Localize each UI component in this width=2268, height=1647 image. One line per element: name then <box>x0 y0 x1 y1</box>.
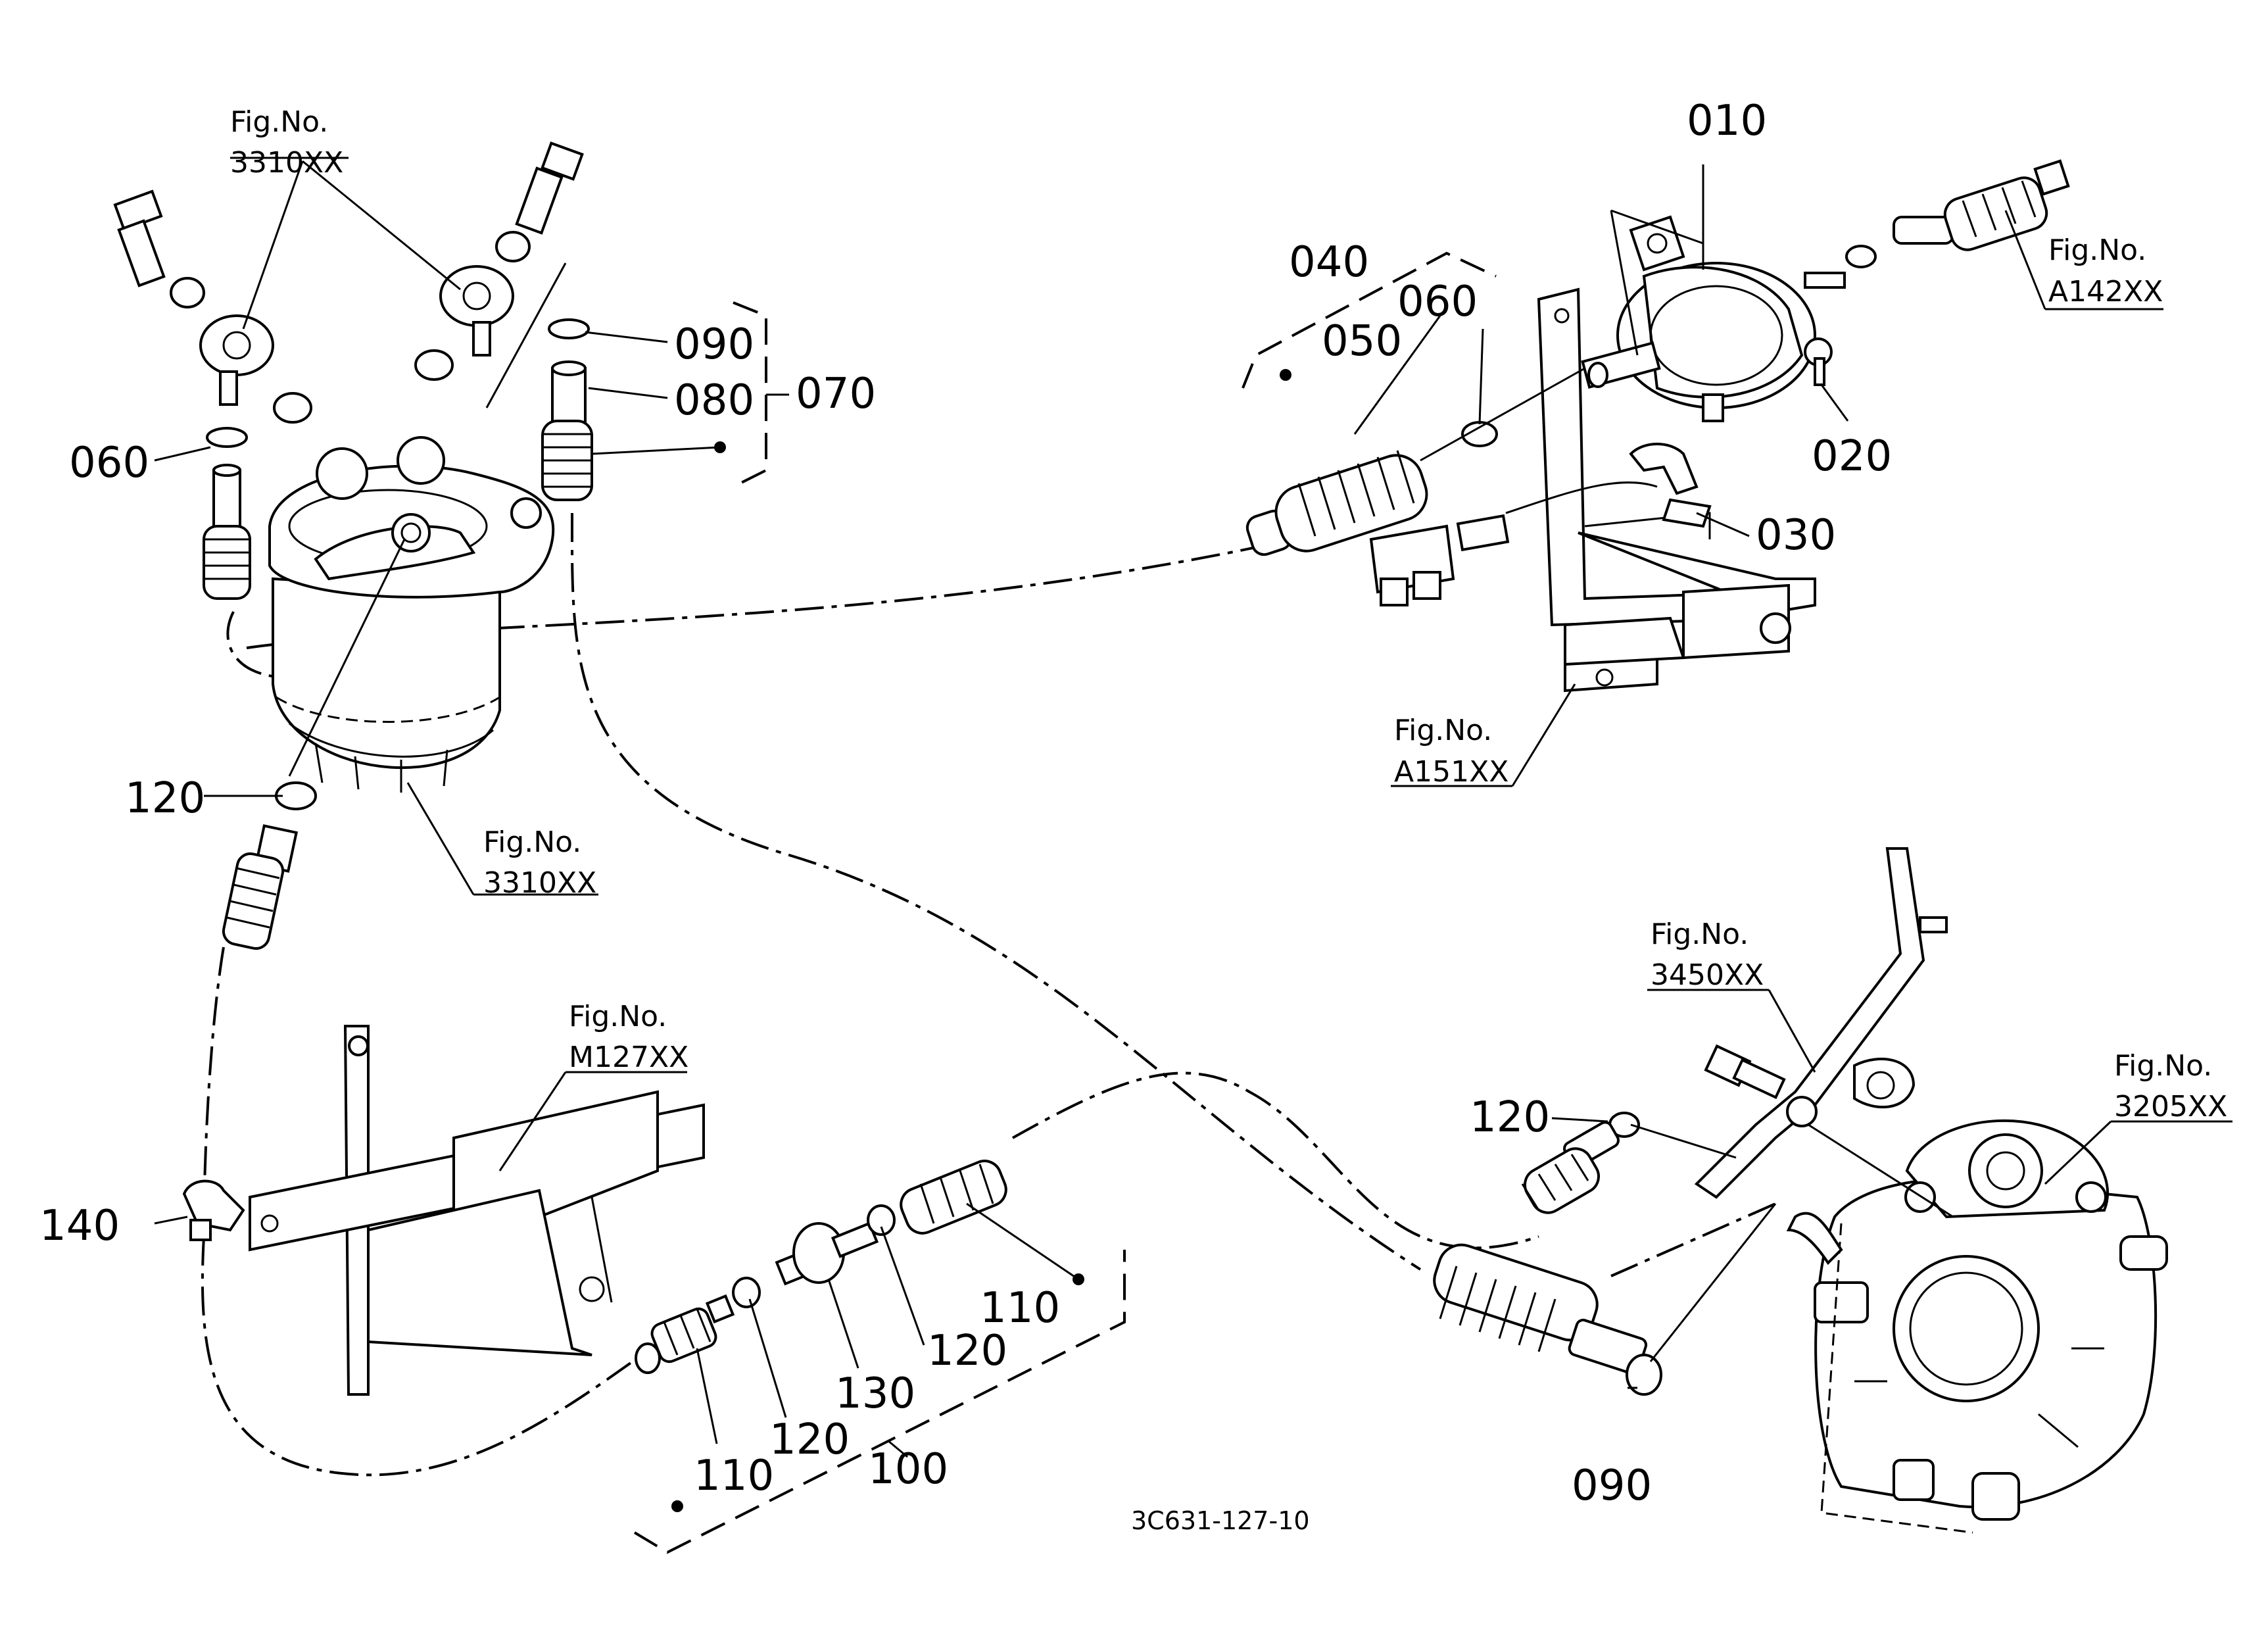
clamp-140 <box>182 1179 245 1241</box>
fig-ref-m127: M127XX <box>569 1041 688 1074</box>
label-060-filter: 060 <box>69 439 149 487</box>
hose-end-120-pump <box>1521 1112 1737 1214</box>
fig-ref-filter-bottom: 3310XX <box>483 866 596 900</box>
fig-ref-a151: A151XX <box>1394 755 1508 789</box>
label-130: 130 <box>835 1369 915 1418</box>
banjo-bolt-left <box>113 189 312 424</box>
label-080: 080 <box>674 376 754 425</box>
label-120-bottom: 120 <box>769 1415 850 1464</box>
hose-050 <box>1245 367 1585 556</box>
hose-assembly-070 <box>485 262 593 501</box>
electric-fuel-pump-assembly <box>1581 159 2070 422</box>
label-070: 070 <box>796 370 876 418</box>
label-040: 040 <box>1289 238 1369 287</box>
return-pipe <box>1694 847 1954 1218</box>
label-100: 100 <box>868 1445 948 1494</box>
label-120-middle: 120 <box>927 1327 1007 1375</box>
fig-ref-prefix-a142: Fig.No. <box>2048 234 2146 267</box>
label-090-pump: 090 <box>1572 1462 1652 1510</box>
fig-ref-prefix-filter-top: Fig.No. <box>230 105 328 139</box>
label-110-right: 110 <box>980 1284 1060 1333</box>
hose-140-to-100 <box>201 1236 652 1477</box>
figure-references: Fig.No. 3310XX Fig.No. 3310XX Fig.No. A1… <box>230 105 2227 1123</box>
fig-ref-prefix-filter-bottom: Fig.No. <box>483 825 581 859</box>
label-090-filter: 090 <box>674 320 754 369</box>
fig-ref-filter-top: 3310XX <box>230 146 343 180</box>
fig-ref-prefix-a151: Fig.No. <box>1394 714 1492 747</box>
leader-lines <box>154 157 2232 1458</box>
label-120-pump: 120 <box>1470 1093 1550 1142</box>
fig-ref-prefix-3450: Fig.No. <box>1651 918 1749 951</box>
wire-connector <box>1369 481 1658 606</box>
label-030: 030 <box>1756 511 1836 560</box>
label-120-filter: 120 <box>125 774 205 823</box>
group-bracket-040 <box>1242 251 1497 389</box>
hose-end-060-left <box>203 427 251 600</box>
callout-dot-040 <box>1280 369 1291 381</box>
label-050: 050 <box>1322 317 1402 366</box>
fig-ref-prefix-3205: Fig.No. <box>2114 1049 2212 1083</box>
clamp-030 <box>1629 443 1712 528</box>
filter-bowl <box>272 577 501 770</box>
hose-110-to-pump <box>1012 1071 1539 1250</box>
hose-end-090-pump <box>1433 1203 1777 1396</box>
label-010: 010 <box>1687 97 1767 145</box>
group-bracket-100 <box>633 1250 1126 1554</box>
injection-pump <box>1786 1119 2168 1534</box>
hose-080-down <box>570 512 1422 1271</box>
diagram-code: 3C631-127-10 <box>1131 1506 1310 1535</box>
part-labels: 010 020 030 040 050 060 060 070 080 090 … <box>39 97 1892 1510</box>
hose-assembly-100 <box>635 1160 1007 1374</box>
group-bracket-070 <box>733 301 767 488</box>
fig-ref-a142: A142XX <box>2048 275 2163 308</box>
fig-ref-3450: 3450XX <box>1651 958 1764 992</box>
banjo-bolt-right <box>414 141 584 381</box>
fig-ref-prefix-m127: Fig.No. <box>569 1000 667 1033</box>
label-110-left: 110 <box>694 1452 774 1500</box>
callout-dot-100 <box>671 1500 683 1512</box>
label-060-pump: 060 <box>1397 278 1478 326</box>
fuel-filter-assembly <box>113 141 584 793</box>
fig-ref-3205: 3205XX <box>2114 1090 2227 1123</box>
tank-bracket <box>249 1025 705 1396</box>
pump-bracket <box>1537 287 1816 693</box>
label-140: 140 <box>39 1202 120 1250</box>
hose-pump-feed <box>1610 1202 1776 1277</box>
label-020: 020 <box>1812 432 1892 481</box>
